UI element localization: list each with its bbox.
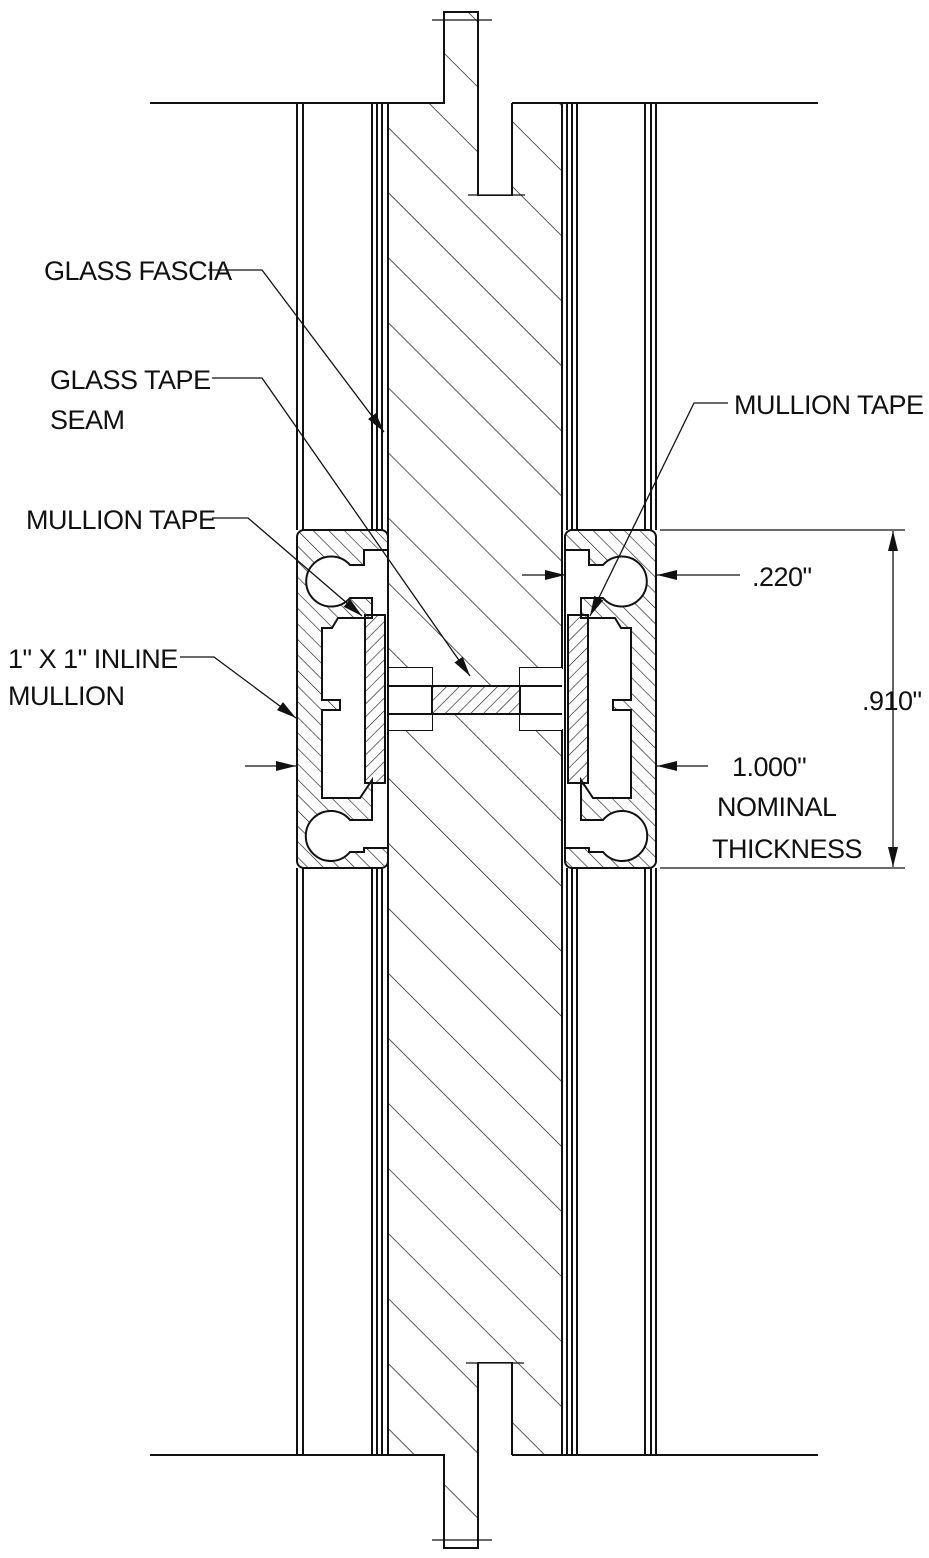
dimensions (245, 529, 905, 869)
glass-tape-seam (388, 668, 562, 730)
wall-core-upper (387, 11, 563, 687)
label-seam: SEAM (50, 405, 125, 435)
label-glass-tape: GLASS TAPE (50, 365, 211, 395)
label-thickness: THICKNESS (712, 834, 862, 864)
glass-panels (296, 103, 657, 1455)
right-mullion (564, 529, 657, 869)
label-dim-910: .910" (862, 686, 922, 716)
label-glass-fascia: GLASS FASCIA (44, 256, 232, 286)
label-inline-mullion: 1" X 1" INLINE (8, 644, 178, 674)
label-dim-220: .220" (752, 562, 812, 592)
leader-lines (180, 269, 728, 719)
labels: GLASS FASCIA GLASS TAPE SEAM MULLION TAP… (8, 256, 924, 864)
left-mullion (296, 529, 389, 869)
label-mullion: MULLION (8, 681, 125, 711)
wall-core (387, 11, 563, 1549)
label-mullion-tape-right: MULLION TAPE (734, 390, 924, 420)
wall-core-lower (387, 713, 563, 1549)
label-nominal-1000: 1.000" (732, 752, 806, 782)
label-nominal: NOMINAL (717, 792, 837, 822)
label-mullion-tape-left: MULLION TAPE (26, 505, 216, 535)
